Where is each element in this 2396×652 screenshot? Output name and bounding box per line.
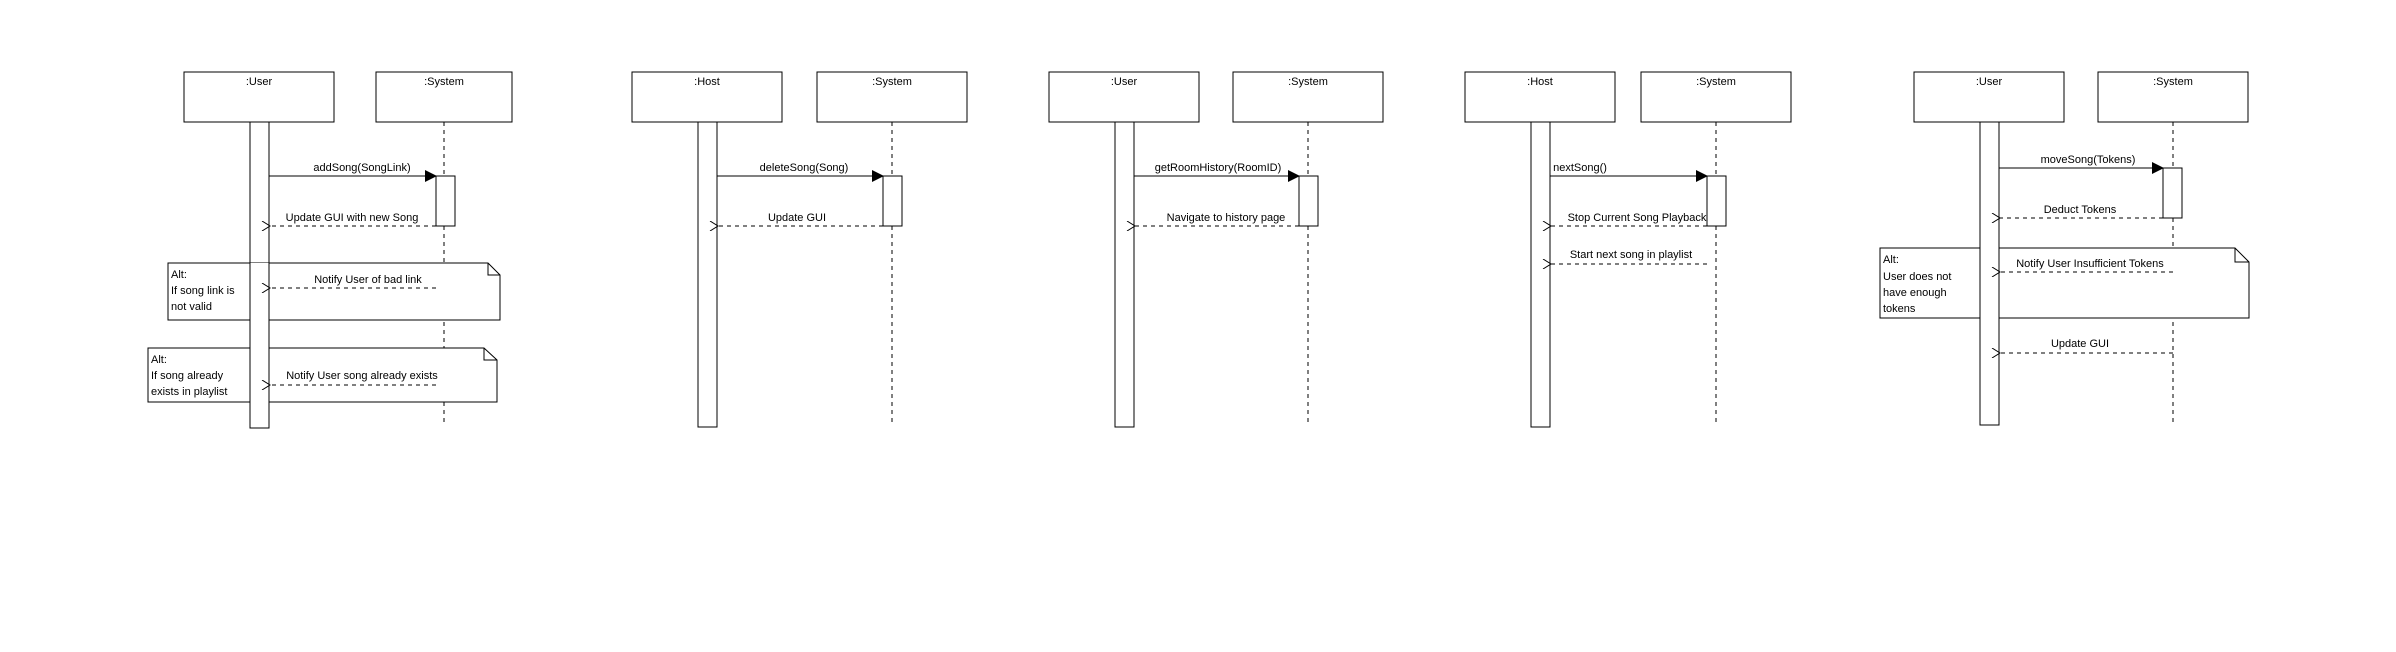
system-activation-bar bbox=[1706, 175, 1727, 227]
alt-note-line: not valid bbox=[171, 301, 212, 313]
return-label: Stop Current Song Playback bbox=[1568, 212, 1707, 224]
message-label: deleteSong(Song) bbox=[760, 162, 849, 174]
return-label: Update GUI bbox=[2051, 338, 2109, 350]
alt-note-line: tokens bbox=[1883, 303, 1916, 315]
left-actor-label: :User bbox=[1976, 76, 2003, 88]
message-label: moveSong(Tokens) bbox=[2041, 154, 2136, 166]
alt-note-line: have enough bbox=[1883, 287, 1947, 299]
return-label: Notify User of bad link bbox=[314, 274, 422, 286]
left-activation-bar bbox=[697, 121, 718, 428]
alt-note bbox=[147, 347, 498, 403]
alt-note-line: If song link is bbox=[171, 285, 235, 297]
left-actor-label: :User bbox=[246, 76, 273, 88]
system-activation-bar bbox=[2162, 167, 2183, 219]
sequence-diagram-2: :Host :System deleteSong(Song) Update GU… bbox=[631, 71, 968, 428]
sequence-diagram-4: :Host :System nextSong() Stop Current So… bbox=[1464, 71, 1792, 428]
system-activation-bar bbox=[882, 175, 903, 227]
system-actor-label: :System bbox=[2153, 76, 2193, 88]
alt-note-line: If song already bbox=[151, 370, 224, 382]
return-label: Navigate to history page bbox=[1167, 212, 1286, 224]
sequence-diagram-3: :User :System getRoomHistory(RoomID) Nav… bbox=[1048, 71, 1384, 428]
left-actor-label: :User bbox=[1111, 76, 1138, 88]
left-actor-label: :Host bbox=[694, 76, 720, 88]
return-label: Update GUI bbox=[768, 212, 826, 224]
return-label: Notify User Insufficient Tokens bbox=[2016, 258, 2164, 270]
system-actor-box bbox=[1640, 71, 1792, 123]
system-actor-label: :System bbox=[1288, 76, 1328, 88]
system-actor-box bbox=[1232, 71, 1384, 123]
left-activation-bar bbox=[1530, 121, 1551, 428]
left-actor-box bbox=[1464, 71, 1616, 123]
system-actor-label: :System bbox=[872, 76, 912, 88]
message-label: addSong(SongLink) bbox=[313, 162, 410, 174]
return-label: Update GUI with new Song bbox=[286, 212, 419, 224]
left-actor-box bbox=[183, 71, 335, 123]
system-actor-label: :System bbox=[424, 76, 464, 88]
left-actor-box bbox=[1913, 71, 2065, 123]
alt-note bbox=[1879, 247, 2250, 319]
left-activation-bar bbox=[1979, 121, 2000, 426]
system-actor-label: :System bbox=[1696, 76, 1736, 88]
alt-note-line: Alt: bbox=[171, 269, 187, 281]
alt-note-line: User does not bbox=[1883, 271, 1951, 283]
sequence-diagram-5: :User :System Alt: User does not have en… bbox=[1879, 71, 2250, 426]
return-label: Notify User song already exists bbox=[286, 370, 438, 382]
alt-note-line: Alt: bbox=[1883, 254, 1899, 266]
alt-note-line: exists in playlist bbox=[151, 386, 227, 398]
message-label: getRoomHistory(RoomID) bbox=[1155, 162, 1282, 174]
return-label: Start next song in playlist bbox=[1570, 249, 1692, 261]
message-label: nextSong() bbox=[1553, 162, 1607, 174]
system-actor-box bbox=[816, 71, 968, 123]
return-label: Deduct Tokens bbox=[2044, 204, 2117, 216]
left-actor-box bbox=[1048, 71, 1200, 123]
left-activation-bar bbox=[1114, 121, 1135, 428]
system-activation-bar bbox=[435, 175, 456, 227]
system-actor-box bbox=[2097, 71, 2249, 123]
sequence-diagram-1: :User :System addSong(SongLink) Update G… bbox=[147, 71, 513, 429]
system-activation-bar bbox=[1298, 175, 1319, 227]
system-actor-box bbox=[375, 71, 513, 123]
alt-note-line: Alt: bbox=[151, 354, 167, 366]
left-actor-label: :Host bbox=[1527, 76, 1553, 88]
